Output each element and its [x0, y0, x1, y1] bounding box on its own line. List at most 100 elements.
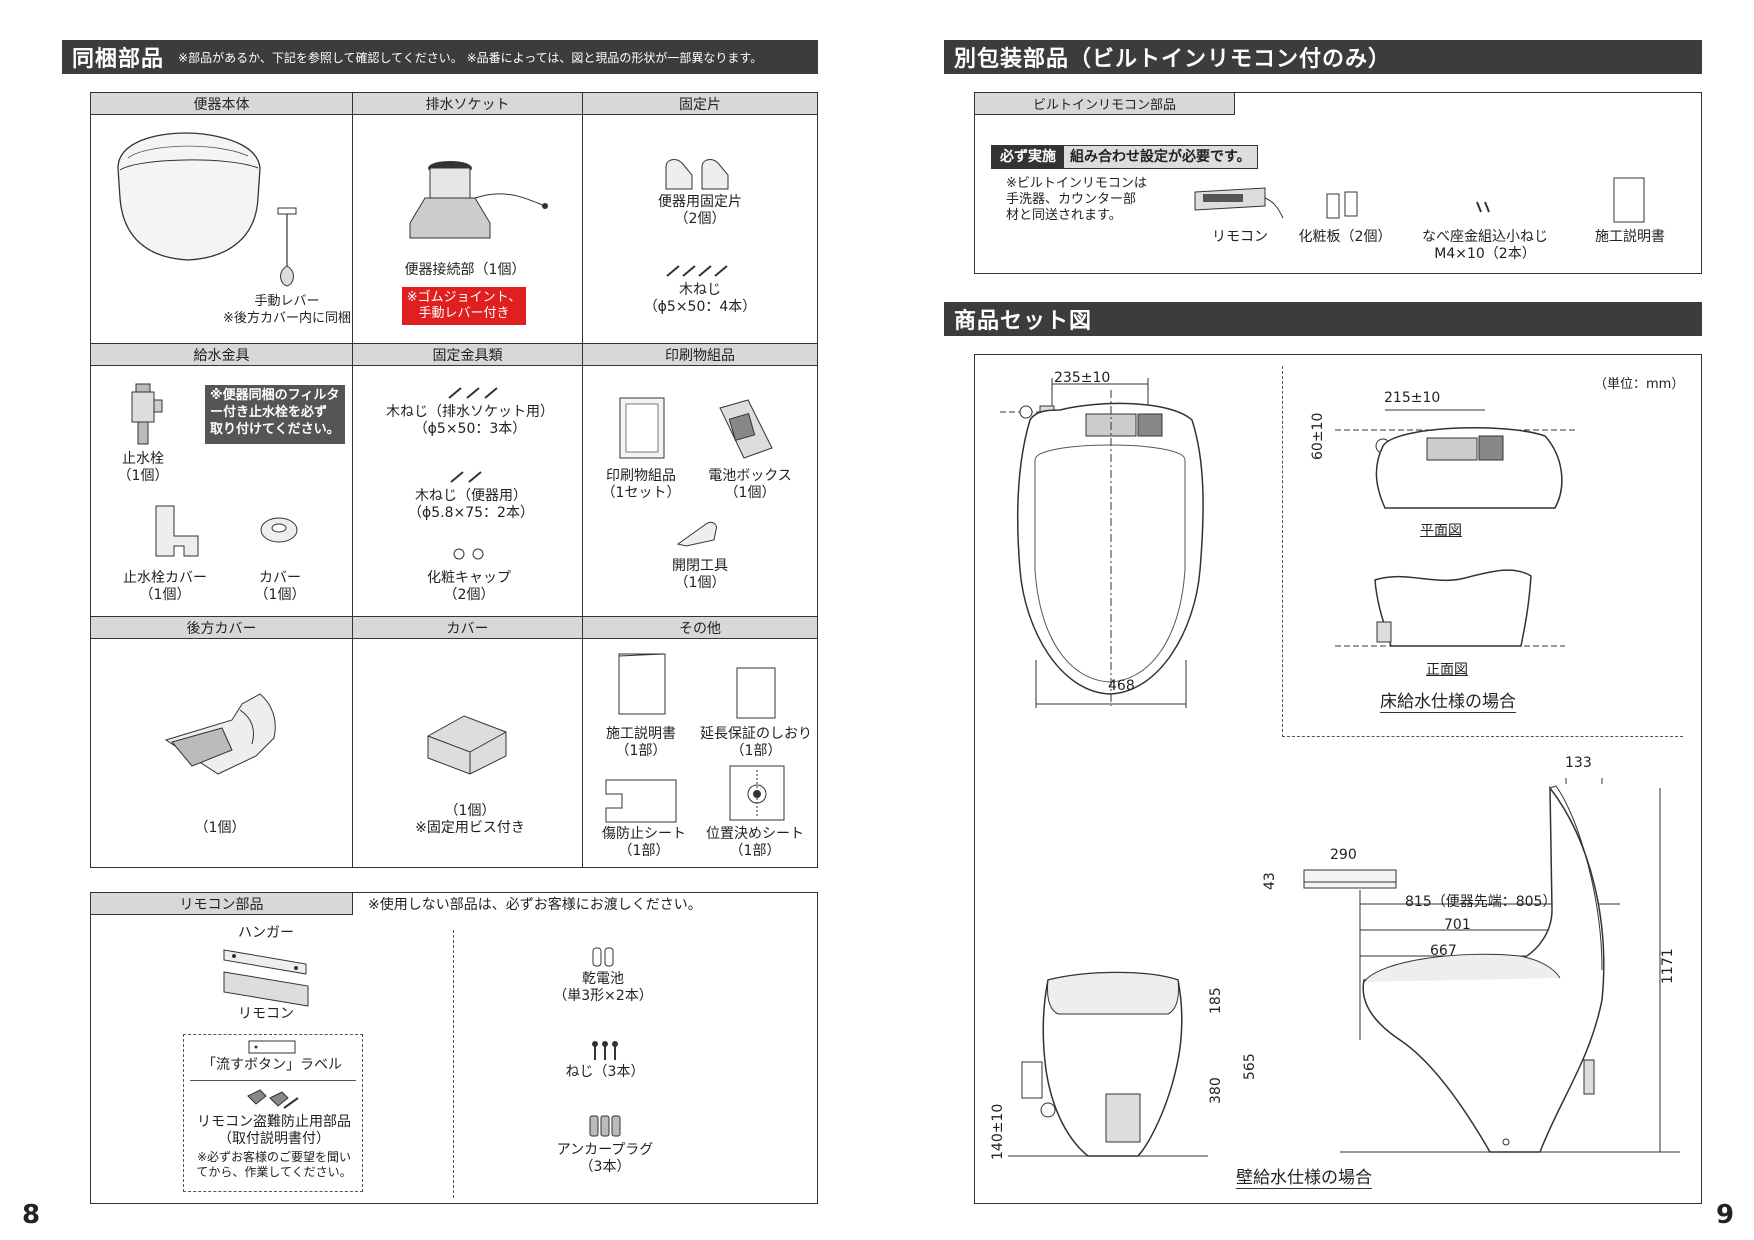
- wall-front-toilet: [1008, 971, 1208, 1157]
- top-view-toilet: [1000, 378, 1204, 708]
- rear-cover-illustration: [164, 693, 276, 775]
- builtin-manual-label: 施工説明書: [1595, 229, 1665, 245]
- must-tag: 必ず実施: [992, 146, 1064, 168]
- rear-cover-count: （1個）: [194, 820, 246, 836]
- pan-screw-label: なべ座金組込小ねじ M4×10（2本）: [1422, 229, 1548, 262]
- stop-valve-cover-icon: [155, 505, 199, 557]
- side-view-toilet: [1340, 778, 1680, 1153]
- decor-cap-label: 化粧キャップ （2個）: [427, 570, 511, 603]
- dim-468: 468: [1108, 678, 1135, 694]
- plan-view-toilet: [1335, 409, 1575, 509]
- bowl-fixing-label: 便器用固定片 （2個）: [658, 194, 742, 227]
- dim-235: 235±10: [1054, 370, 1111, 386]
- hanger-icon: [223, 949, 307, 975]
- dim-667: 667: [1430, 943, 1457, 959]
- warranty-icon: [736, 667, 776, 719]
- bowl-connector-note: ※ゴムジョイント、 手動レバー付き: [402, 287, 526, 325]
- battery-label: 乾電池 （単3形×2本）: [553, 971, 653, 1004]
- builtin-remote-label: リモコン: [1212, 229, 1268, 245]
- dim-565: 565: [1242, 1053, 1258, 1080]
- printed-set-icon: [619, 397, 665, 459]
- antitheft-note: ※必ずお客様のご要望を聞い てから、作業してください。: [196, 1150, 352, 1179]
- screw-label: ねじ（3本）: [565, 1064, 645, 1080]
- position-sheet-icon: [729, 765, 785, 821]
- builtin-remote-icon: [1194, 187, 1284, 219]
- remote-parts-header: リモコン部品: [91, 893, 353, 915]
- dim-60: 60±10: [1310, 412, 1326, 460]
- included-parts-bar: 同梱部品 ※部品があるか、下記を参照して確認してください。 ※品番によっては、図…: [62, 40, 818, 74]
- separate-parts-bar: 別包装部品（ビルトインリモコン付のみ）: [944, 40, 1702, 74]
- dim-380: 380: [1208, 1077, 1224, 1104]
- parts-table: [90, 92, 818, 868]
- must-do-banner: 必ず実施 組み合わせ設定が必要です。: [991, 145, 1258, 169]
- install-manual-label: 施工説明書 （1部）: [606, 726, 676, 759]
- front-view-toilet: [1335, 569, 1565, 647]
- screw-icon: [592, 1041, 618, 1060]
- printed-set-label: 印刷物組品 （1セット）: [601, 468, 681, 501]
- decor-plate-label: 化粧板（2個）: [1298, 229, 1392, 245]
- dim-290: 290: [1330, 847, 1357, 863]
- front-label: 正面図: [1426, 662, 1468, 678]
- header-water-supply: 給水金具: [91, 344, 352, 366]
- flush-label-icon: [248, 1040, 296, 1054]
- battery-box-label: 電池ボックス （1個）: [708, 468, 792, 501]
- protect-sheet-icon: [605, 779, 677, 823]
- stop-valve-icon: [131, 383, 163, 445]
- wall-case-label: 壁給水仕様の場合: [1236, 1163, 1372, 1189]
- cover-ring-icon: [260, 517, 298, 543]
- builtin-note: ※ビルトインリモコンは 手洗器、カウンター部 材と同送されます。: [1006, 176, 1147, 223]
- toilet-bowl-illustration: [117, 132, 261, 261]
- builtin-manual-icon: [1613, 177, 1645, 223]
- header-drain-socket: 排水ソケット: [353, 93, 582, 115]
- battery-icon: [592, 947, 614, 967]
- header-rear-cover: 後方カバー: [91, 617, 352, 639]
- remote-icon: [223, 971, 309, 1007]
- page-number-right: 9: [1716, 1200, 1735, 1230]
- floor-supply-region: [1282, 366, 1683, 737]
- antitheft-icon: [247, 1089, 299, 1109]
- cover-count: （1個） ※固定用ビス付き: [415, 803, 525, 836]
- install-manual-icon: [618, 653, 666, 715]
- remote-extra-box: [183, 1034, 363, 1192]
- floor-case-label: 床給水仕様の場合: [1380, 687, 1516, 713]
- protect-sheet-label: 傷防止シート （1部）: [602, 826, 686, 859]
- dim-43: 43: [1262, 872, 1278, 890]
- cover-illustration: [427, 715, 507, 775]
- stop-valve-note: ※便器同梱のフィルタ ー付き止水栓を必ず 取り付けてください。: [205, 385, 345, 444]
- pan-screw-icon: [1476, 201, 1490, 213]
- dim-185: 185: [1208, 987, 1224, 1014]
- builtin-parts-box: [974, 92, 1702, 274]
- remote-parts-box: [90, 892, 818, 1204]
- manual-lever-icon: [277, 207, 297, 287]
- antitheft-label: リモコン盗難防止用部品 （取付説明書付）: [197, 1114, 351, 1147]
- dim-701: 701: [1444, 917, 1471, 933]
- set-diagram-frame: [974, 354, 1702, 1204]
- must-text: 組み合わせ設定が必要です。: [1064, 146, 1257, 168]
- battery-box-icon: [719, 399, 773, 459]
- section1-title: 別包装部品（ビルトインリモコン付のみ）: [954, 47, 1392, 72]
- wood-screw-socket-label: 木ねじ（排水ソケット用） （ϕ5×50：3本）: [386, 404, 554, 437]
- header-fixing: 固定片: [583, 93, 817, 115]
- section2-title: 商品セット図: [954, 309, 1093, 334]
- opener-tool-icon: [676, 521, 717, 547]
- drain-socket-illustration: [409, 161, 548, 239]
- plan-label: 平面図: [1420, 523, 1462, 539]
- warranty-label: 延長保証のしおり （1部）: [700, 726, 812, 759]
- header-bowl: 便器本体: [91, 93, 352, 115]
- section-note: ※部品があるか、下記を参照して確認してください。 ※品番によっては、図と現品の形…: [178, 50, 763, 65]
- side-remote-icon: [1303, 869, 1397, 889]
- wood-screw-4-label: 木ねじ （ϕ5×50：4本）: [643, 282, 757, 315]
- header-other: その他: [583, 617, 817, 639]
- position-sheet-label: 位置決めシート （1部）: [706, 826, 804, 859]
- remote-divider: [453, 930, 454, 1198]
- bowl-connector-label: 便器接続部（1個）: [404, 262, 526, 278]
- cover-small-label: カバー （1個）: [254, 570, 306, 603]
- decor-cap-icon: [453, 548, 484, 560]
- decor-plate-icon: [1326, 191, 1358, 219]
- header-cover: カバー: [353, 617, 582, 639]
- hanger-label: ハンガー: [238, 925, 294, 941]
- page-number-left: 8: [22, 1200, 41, 1230]
- wood-screw-icon: [666, 265, 728, 277]
- dim-140: 140±10: [990, 1103, 1006, 1160]
- anchor-plug-label: アンカープラグ （3本）: [556, 1142, 654, 1175]
